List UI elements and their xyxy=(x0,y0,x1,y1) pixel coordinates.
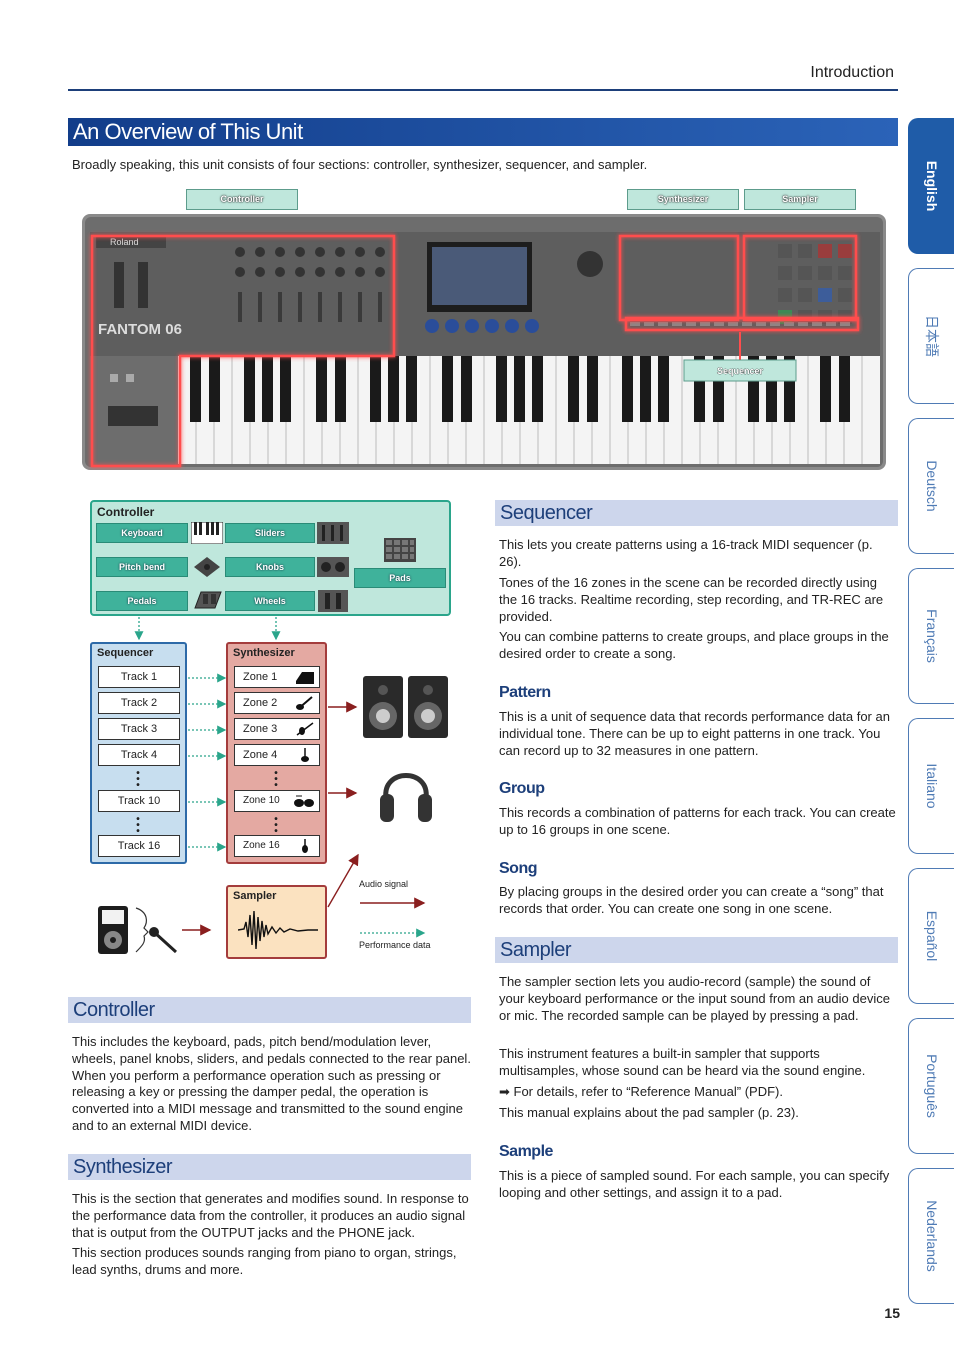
controller-keyboard-label: Keyboard xyxy=(96,523,188,543)
lang-tab-label: English xyxy=(923,160,940,212)
legend-performance-data: Performance data xyxy=(359,940,431,950)
violin-icon xyxy=(296,722,314,736)
song-title: Song xyxy=(499,860,538,877)
zone-16: Zone 16 xyxy=(234,835,320,857)
sampler-section-body-1: The sampler section lets you audio-recor… xyxy=(499,974,890,1023)
pads-icon xyxy=(384,538,416,562)
pattern-title: Pattern xyxy=(499,684,551,701)
sampler-reference-link[interactable]: ➡ For details, refer to “Reference Manua… xyxy=(499,1084,783,1099)
track-ellipsis: ••• xyxy=(136,814,140,837)
pedals-icon xyxy=(194,591,222,609)
zone-ellipsis: ••• xyxy=(274,814,278,837)
speakers-icon xyxy=(363,676,448,738)
synthesizer-box: Synthesizer Zone 1 Zone 2 Zone 3 Zone 4 … xyxy=(226,642,327,864)
overview-title: An Overview of This Unit xyxy=(68,118,898,146)
controller-section-title: Controller xyxy=(68,997,471,1023)
lang-tab-italiano[interactable]: Italiano xyxy=(908,718,954,854)
piano-icon xyxy=(296,672,314,684)
diagram-arrows xyxy=(134,617,426,938)
contrabass-icon xyxy=(302,839,308,853)
lang-tab-label: Español xyxy=(923,910,940,962)
track-2: Track 2 xyxy=(98,692,180,714)
synthesizer-section-body-2: This section produces sounds ranging fro… xyxy=(72,1245,457,1277)
pattern-body: This is a unit of sequence data that rec… xyxy=(499,709,890,758)
lang-tab-portugues[interactable]: Português xyxy=(908,1018,954,1154)
overview-intro: Broadly speaking, this unit consists of … xyxy=(72,157,648,172)
controller-box-title: Controller xyxy=(97,505,155,519)
sampler-section-body-3: This manual explains about the pad sampl… xyxy=(499,1105,799,1120)
controller-pads-label: Pads xyxy=(354,568,446,588)
sample-body: This is a piece of sampled sound. For ea… xyxy=(499,1168,890,1200)
callout-synthesizer: Synthesizer xyxy=(627,189,739,210)
sequencer-section-body-2: Tones of the 16 zones in the scene can b… xyxy=(499,575,884,624)
callout-sampler: Sampler xyxy=(744,189,856,210)
pitch-bend-icon xyxy=(194,557,220,577)
controller-section-body: This includes the keyboard, pads, pitch … xyxy=(72,1034,471,1133)
zone-ellipsis: ••• xyxy=(274,768,278,791)
controller-knobs-label: Knobs xyxy=(225,557,315,577)
lang-tab-espanol[interactable]: Español xyxy=(908,868,954,1004)
callout-sequencer: Sequencer xyxy=(717,366,764,376)
header-rule xyxy=(68,89,898,91)
sampler-box-title: Sampler xyxy=(233,890,277,902)
track-1: Track 1 xyxy=(98,666,180,688)
sampler-section-body-2: This instrument features a built-in samp… xyxy=(499,1046,866,1078)
keyboard-icon xyxy=(191,522,223,544)
sequencer-section-title: Sequencer xyxy=(495,500,898,526)
lang-tab-label: Français xyxy=(923,609,940,663)
sampler-box: Sampler xyxy=(226,885,327,959)
synthesizer-box-title: Synthesizer xyxy=(233,647,295,659)
waveform-icon xyxy=(238,910,318,950)
microphone-icon xyxy=(135,907,178,954)
bass-icon xyxy=(301,748,309,762)
controller-pedals-label: Pedals xyxy=(96,591,188,611)
track-4: Track 4 xyxy=(98,744,180,766)
track-3: Track 3 xyxy=(98,718,180,740)
lang-tab-english[interactable]: English xyxy=(908,118,954,254)
track-16: Track 16 xyxy=(98,835,180,857)
synthesizer-section-title: Synthesizer xyxy=(68,1154,471,1180)
brand-model: FANTOM 06 xyxy=(98,321,182,338)
synthesizer-section-body-1: This is the section that generates and m… xyxy=(72,1191,469,1240)
sliders-icon xyxy=(317,522,349,544)
sample-title: Sample xyxy=(499,1143,553,1160)
controller-wheels-label: Wheels xyxy=(225,591,315,611)
sequencer-section-body-1: This lets you create patterns using a 16… xyxy=(499,537,873,569)
brand-logo: Roland xyxy=(110,237,139,247)
lang-tab-label: Deutsch xyxy=(923,460,940,512)
song-body: By placing groups in the desired order y… xyxy=(499,884,884,916)
lang-tab-francais[interactable]: Français xyxy=(908,568,954,704)
track-10: Track 10 xyxy=(98,790,180,812)
wheels-icon xyxy=(318,590,348,612)
callout-controller: Controller xyxy=(186,189,298,210)
running-header: Introduction xyxy=(810,64,894,81)
audio-player-icon xyxy=(98,906,128,954)
group-body: This records a combination of patterns f… xyxy=(499,805,896,837)
track-ellipsis: ••• xyxy=(136,768,140,791)
lang-tab-japanese[interactable]: 日本語 xyxy=(908,268,954,404)
controller-box: Controller Keyboard Sliders Pitch bend K… xyxy=(90,500,451,616)
sampler-section-title: Sampler xyxy=(495,937,898,963)
controller-sliders-label: Sliders xyxy=(225,523,315,543)
lang-tab-label: 日本語 xyxy=(923,315,940,357)
keyboard-illustration: Roland FANTOM 06 xyxy=(82,214,886,470)
lang-tab-label: Nederlands xyxy=(923,1200,940,1272)
zone-4: Zone 4 xyxy=(234,744,320,766)
drums-icon xyxy=(294,795,314,807)
sequencer-box-title: Sequencer xyxy=(97,647,154,659)
sequencer-section-body-3: You can combine patterns to create group… xyxy=(499,629,889,661)
knobs-icon xyxy=(317,557,349,577)
lang-tab-nederlands[interactable]: Nederlands xyxy=(908,1168,954,1304)
lang-tab-label: Italiano xyxy=(923,763,940,809)
guitar-icon xyxy=(296,696,313,710)
lang-tab-label: Português xyxy=(923,1054,940,1118)
page-number: 15 xyxy=(884,1305,900,1321)
lang-tab-deutsch[interactable]: Deutsch xyxy=(908,418,954,554)
legend-audio-signal: Audio signal xyxy=(359,879,409,889)
headphones-icon xyxy=(380,773,432,822)
controller-pitchbend-label: Pitch bend xyxy=(96,557,188,577)
group-title: Group xyxy=(499,780,545,797)
sequencer-box: Sequencer Track 1 Track 2 Track 3 Track … xyxy=(90,642,187,864)
